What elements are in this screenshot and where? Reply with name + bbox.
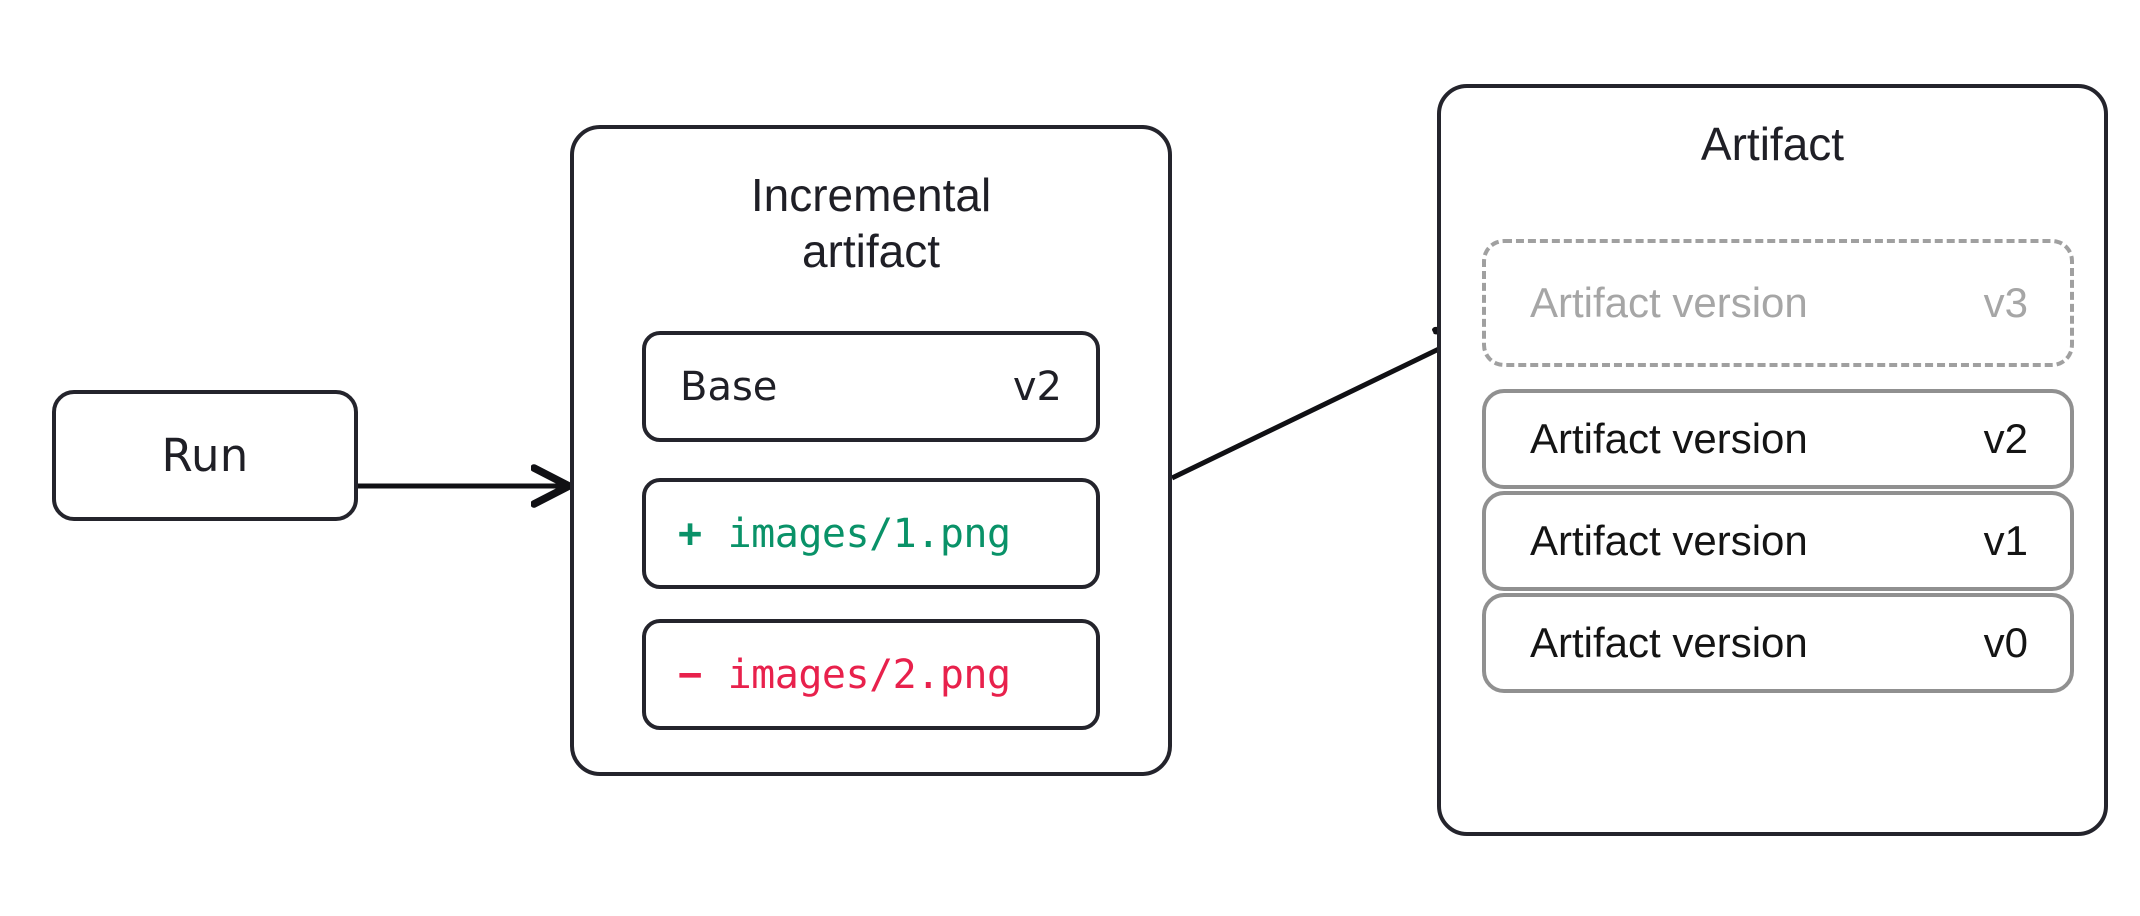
- artifact-version-row-pending[interactable]: Artifact version v3: [1482, 239, 2074, 367]
- run-label: Run: [161, 429, 249, 482]
- minus-icon: −: [678, 651, 702, 698]
- artifact-version-label: Artifact version: [1530, 619, 1808, 666]
- artifact-version-value: v2: [1983, 415, 2028, 462]
- artifact-version-row[interactable]: Artifact version v2: [1482, 389, 2074, 489]
- artifact-version-value: v1: [1983, 517, 2028, 564]
- incremental-change-row-add[interactable]: + images/1.png: [642, 478, 1100, 589]
- incremental-change-row-delete[interactable]: − images/2.png: [642, 619, 1100, 730]
- artifact-version-row[interactable]: Artifact version v1: [1482, 491, 2074, 591]
- incremental-base-row[interactable]: Base v2: [642, 331, 1100, 442]
- artifact-version-value: v3: [1983, 279, 2028, 326]
- run-node[interactable]: Run: [52, 390, 358, 521]
- incremental-artifact-title: Incremental artifact: [750, 169, 992, 277]
- artifact-version-row[interactable]: Artifact version v0: [1482, 593, 2074, 693]
- artifact-version-label: Artifact version: [1530, 415, 1808, 462]
- incremental-change-path-delete: images/2.png: [727, 651, 1011, 698]
- incremental-base-version: v2: [1012, 363, 1062, 410]
- incremental-artifact-node[interactable]: Incremental artifact Base v2 + images/1.…: [570, 125, 1172, 776]
- artifact-version-label: Artifact version: [1530, 517, 1808, 564]
- artifact-version-value: v0: [1983, 619, 2028, 666]
- incremental-base-label: Base: [680, 363, 778, 410]
- artifact-title: Artifact: [1700, 118, 1845, 170]
- artifact-version-label: Artifact version: [1530, 279, 1808, 326]
- arrow-incremental-to-artifact: [1170, 332, 1474, 481]
- incremental-change-path-add: images/1.png: [727, 510, 1011, 557]
- artifact-node[interactable]: Artifact Artifact version v3 Artifact ve…: [1437, 84, 2108, 836]
- plus-icon: +: [678, 510, 702, 557]
